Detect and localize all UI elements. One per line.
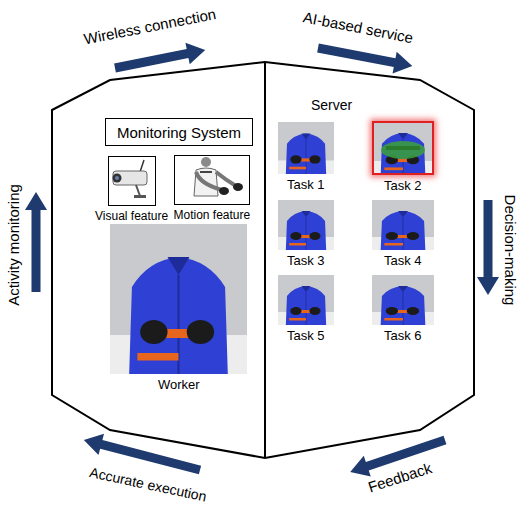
- image-frame: [278, 122, 334, 174]
- image-frame: [278, 200, 334, 250]
- arrow-label: Accurate execution: [88, 465, 208, 505]
- image-caption: Task 4: [384, 253, 422, 269]
- image-frame: [110, 224, 247, 374]
- arrow-label: AI-based service: [302, 9, 415, 47]
- panel-outline: [52, 62, 474, 458]
- image-caption: Task 2: [384, 178, 422, 194]
- panel-divider: [264, 62, 266, 458]
- image-caption: Task 5: [287, 328, 325, 344]
- arrow-label: Decision-making: [502, 195, 519, 306]
- image-frame: [372, 200, 434, 250]
- task-photo: [278, 275, 334, 325]
- image-caption: Motion feature: [174, 208, 251, 222]
- server-panel: ServerTask 1 Task 2 Task 3 Task 4 Task 5 Task…: [265, 62, 474, 458]
- image-node: Worker: [110, 224, 247, 393]
- image-node: Motion feature: [172, 155, 253, 223]
- image-node: Visual feature: [90, 156, 174, 224]
- motion-suit-figure: [174, 155, 250, 205]
- camera-icon: [108, 156, 156, 206]
- image-caption: Visual feature: [95, 209, 168, 223]
- image-frame: [108, 156, 156, 206]
- arrow-label: Feedback: [366, 460, 434, 496]
- image-frame: [278, 275, 334, 325]
- image-caption: Worker: [158, 377, 200, 393]
- image-frame: [372, 275, 434, 325]
- arrow-label: Activity monitoring: [6, 184, 23, 306]
- task-highlight-object: [381, 141, 425, 159]
- task-photo: [278, 122, 334, 174]
- box-title: Monitoring System: [117, 124, 241, 141]
- image-caption: Task 3: [287, 253, 325, 269]
- panel-heading: Server: [311, 97, 352, 113]
- task-photo: [278, 200, 334, 250]
- image-frame: [372, 121, 434, 175]
- image-caption: Task 6: [384, 328, 422, 344]
- image-frame: [174, 155, 250, 205]
- image-node: Task 4: [372, 200, 434, 269]
- image-node: Task 5: [278, 275, 334, 344]
- image-node: Task 6: [372, 275, 434, 344]
- arrow-label: Wireless connection: [83, 6, 218, 48]
- image-node: Task 2: [372, 121, 434, 194]
- task-photo: [372, 275, 434, 325]
- cycle-arrow: [25, 192, 47, 292]
- cycle-arrow: [113, 39, 208, 79]
- task-photo: [372, 121, 434, 175]
- cycle-arrow: [477, 200, 499, 295]
- task-photo: [372, 200, 434, 250]
- system-box: Monitoring System: [105, 118, 253, 146]
- image-node: Task 1: [278, 122, 334, 193]
- worker-photo: [110, 224, 247, 374]
- image-node: Task 3: [278, 200, 334, 269]
- image-caption: Task 1: [287, 177, 325, 193]
